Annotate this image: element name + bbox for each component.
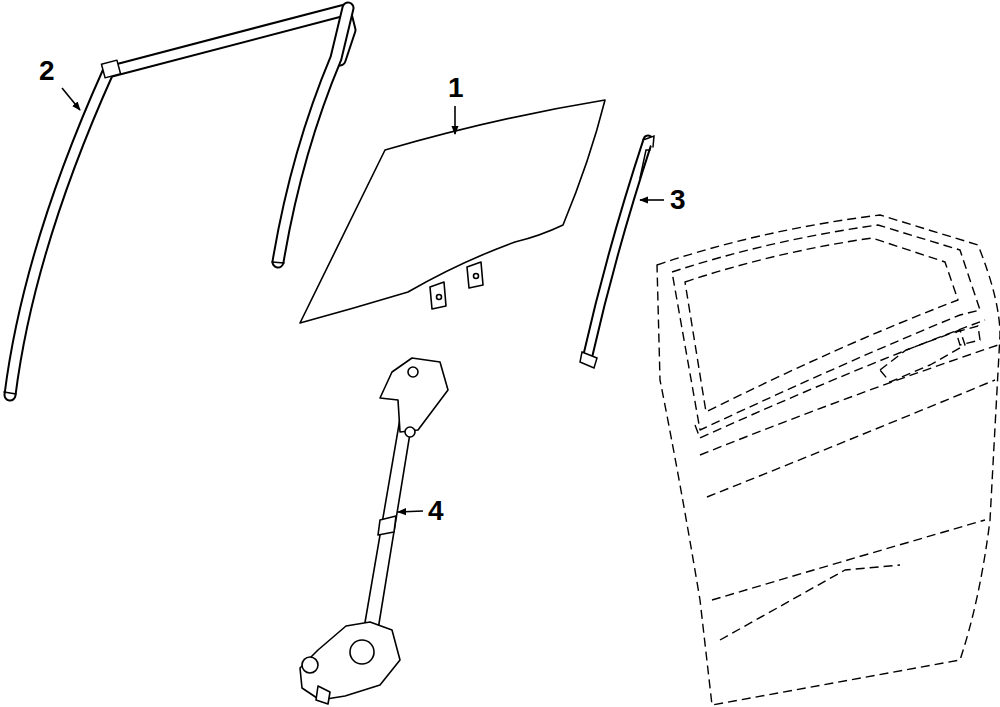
callout-number: 4 xyxy=(426,495,446,526)
door-shell xyxy=(657,215,1000,705)
callout-label: 3 xyxy=(668,186,688,214)
leader-arrow xyxy=(62,88,664,512)
callout-label: 2 xyxy=(37,57,57,85)
callout-label: 1 xyxy=(446,74,466,102)
rear-channel xyxy=(580,136,654,368)
door-glass xyxy=(300,100,605,323)
callout-number: 2 xyxy=(37,55,57,86)
window-regulator xyxy=(300,358,448,704)
callout-number: 3 xyxy=(668,184,688,215)
callout-number: 1 xyxy=(446,72,466,103)
callout-label: 4 xyxy=(426,497,446,525)
run-channel xyxy=(4,8,350,395)
